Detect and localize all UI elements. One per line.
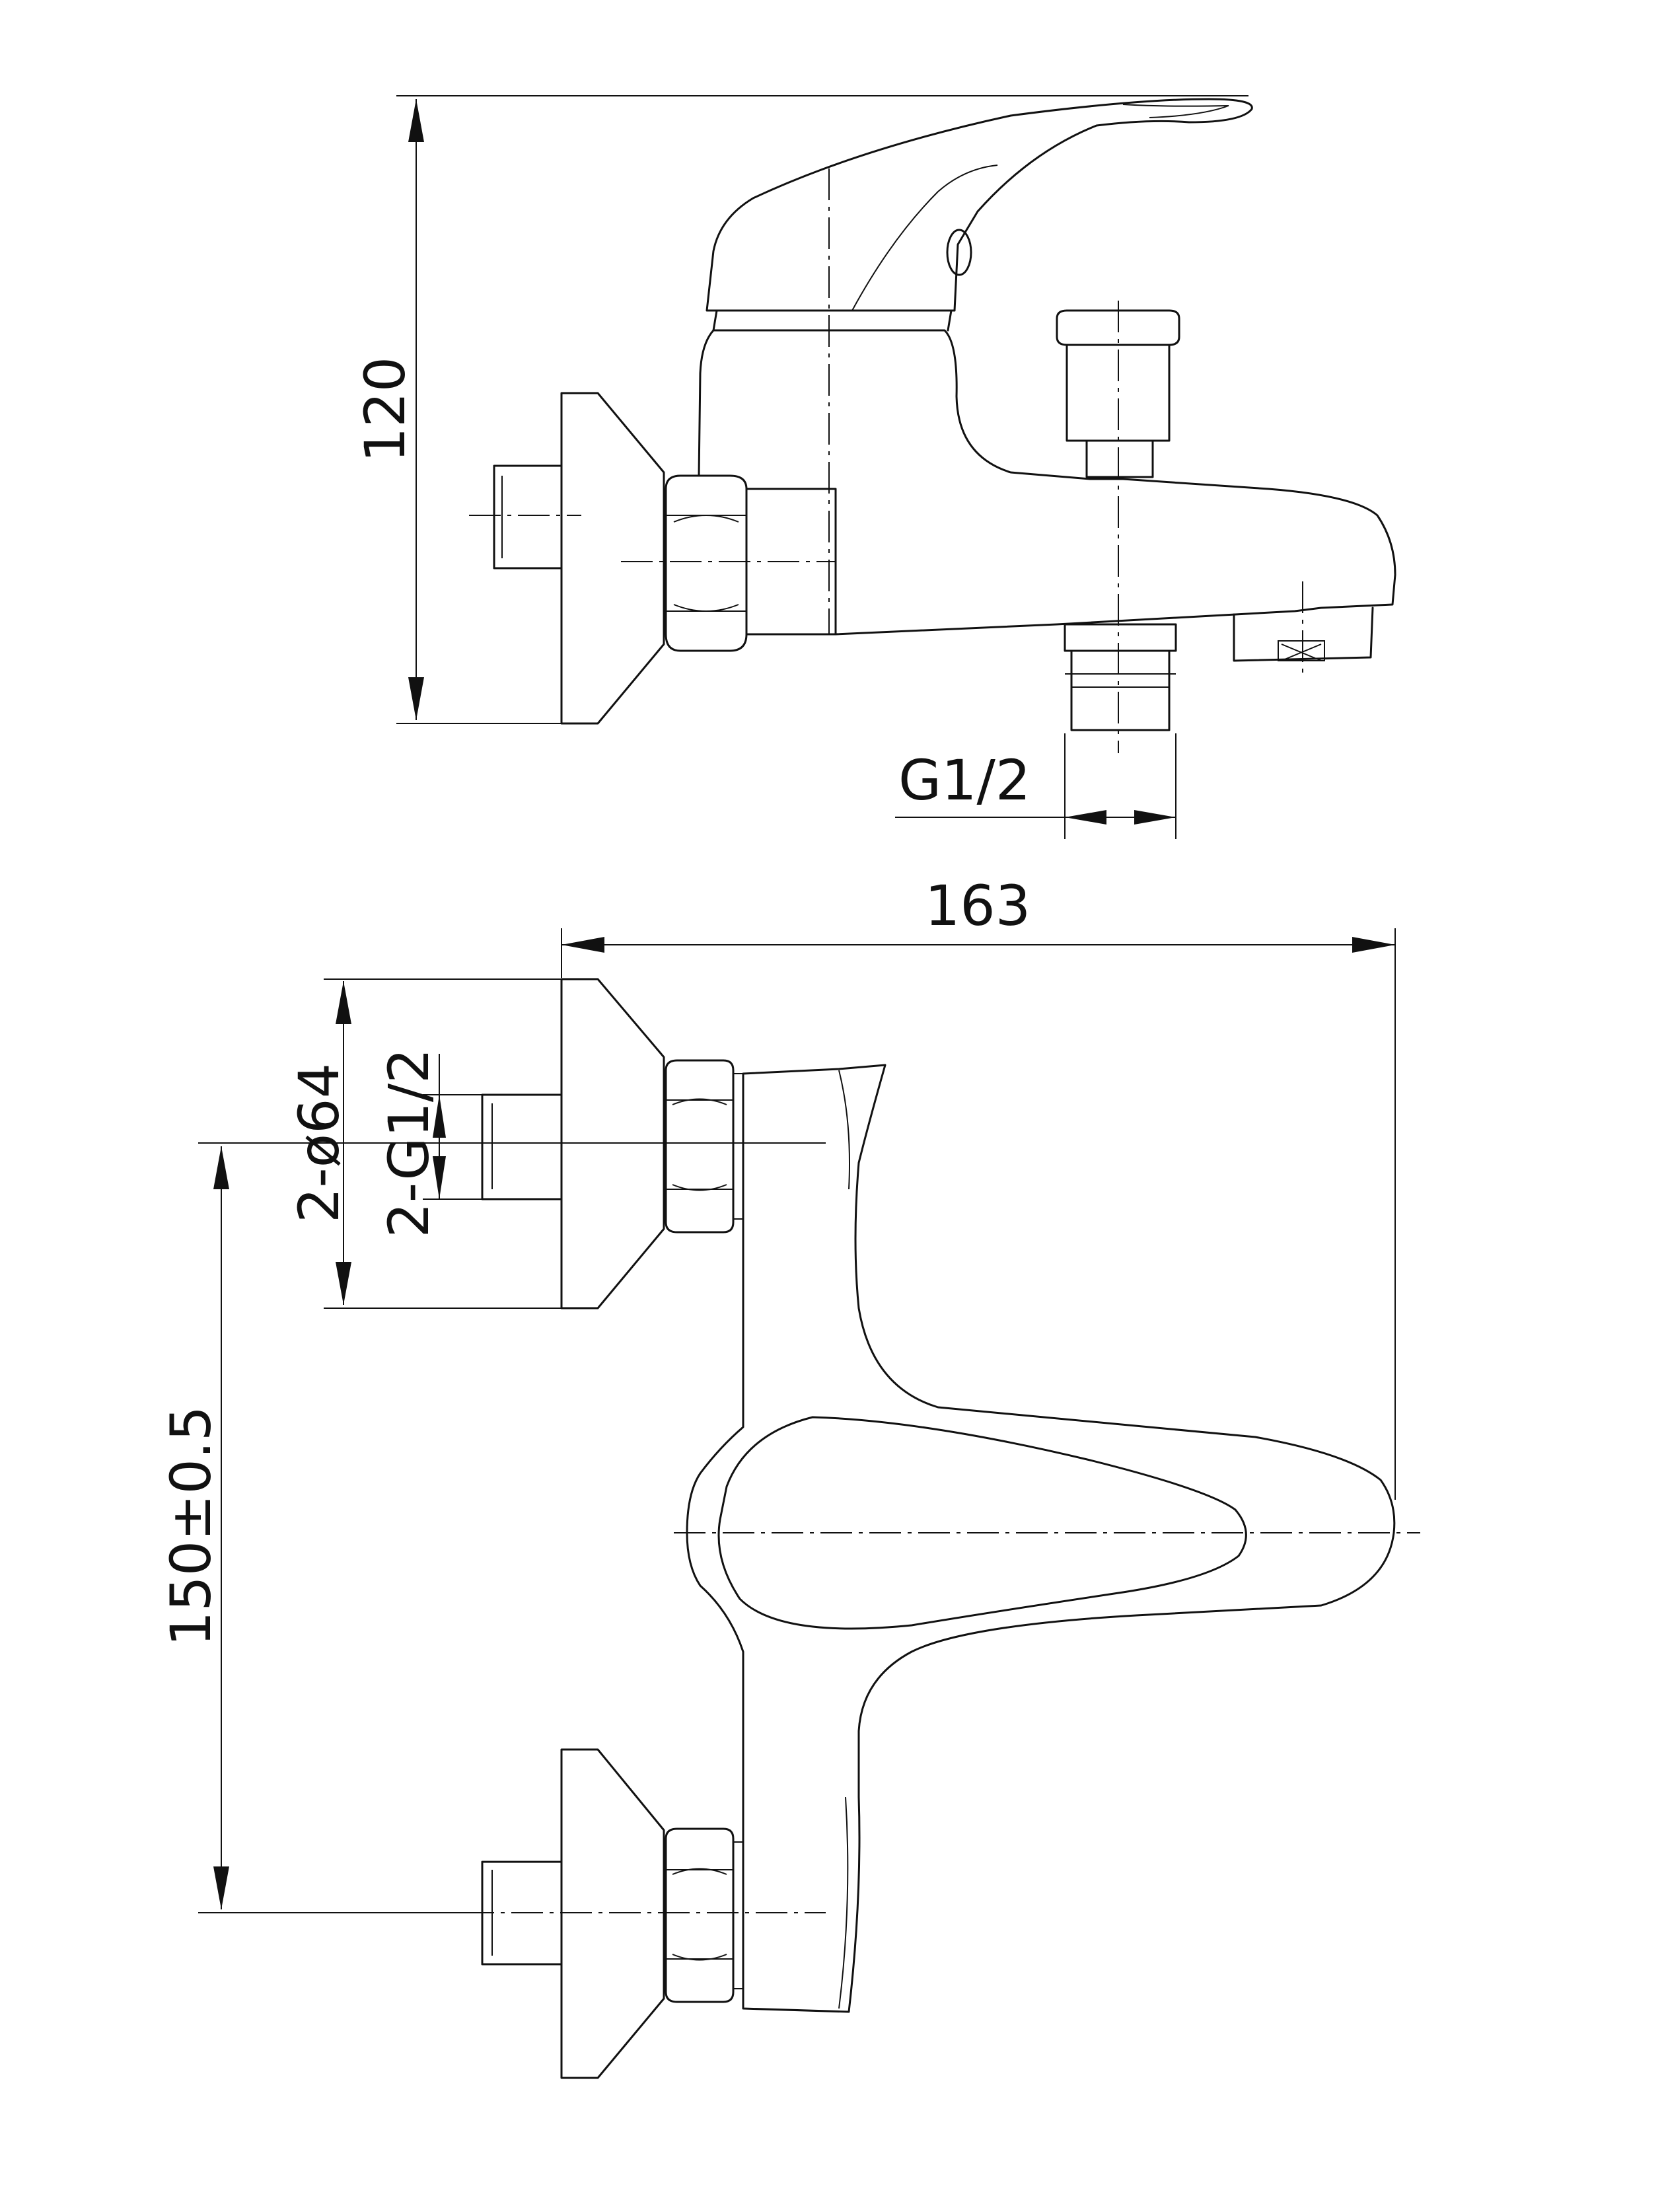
side-view: 120: [353, 95, 1396, 839]
inlet-spacing-label: 150±0.5: [159, 1406, 223, 1646]
height-arrow-top: [408, 99, 424, 142]
top-upper-inlet-pipe: [481, 1093, 563, 1200]
top-lower-flange: [560, 1748, 665, 2079]
top-lever-handle: [717, 1416, 1247, 1630]
top-upper-flange: [560, 978, 665, 1309]
height-label: 120: [353, 357, 417, 462]
side-body-outline: [698, 329, 1396, 636]
top-mixer-body: [686, 1064, 1396, 2013]
top-lower-hex-nut: [665, 1827, 735, 2003]
side-inlet-pipe: [493, 464, 563, 570]
top-upper-hex-nut: [665, 1059, 735, 1234]
side-hex-nut: [665, 474, 748, 652]
top-view: 163 2-ø64 2-G1/2 150±0.5: [159, 873, 1420, 2079]
height-arrow-bottom: [408, 677, 424, 720]
side-lever-handle: [705, 98, 1253, 312]
side-diverter-knob: [1056, 309, 1180, 346]
length-label: 163: [925, 873, 1031, 938]
outlet-thread-label: G1/2: [898, 748, 1031, 813]
side-outlet-connector: [1064, 623, 1177, 652]
side-wall-flange: [560, 392, 665, 725]
